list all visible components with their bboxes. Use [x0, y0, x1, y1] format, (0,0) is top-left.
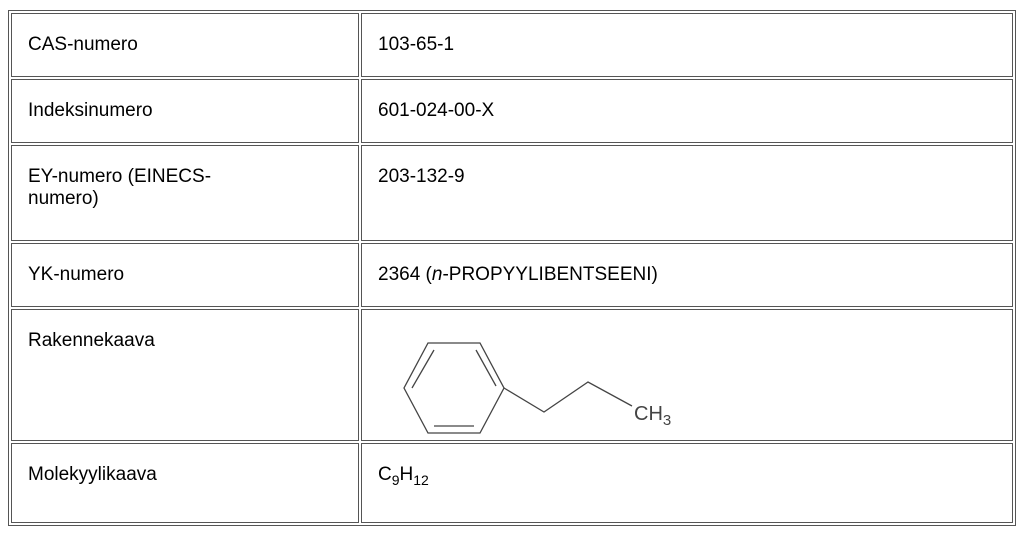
value-ec-number: 203-132-9: [361, 145, 1013, 241]
formula-h-count: 12: [413, 472, 429, 488]
label-un-number: YK-numero: [11, 243, 359, 307]
value-un-number: 2364 (n-PROPYYLIBENTSEENI): [361, 243, 1013, 307]
table-row: Indeksinumero 601-024-00-X: [11, 79, 1013, 143]
ch3-group: CH3: [634, 403, 671, 429]
double-bond-line: [475, 349, 497, 387]
value-un-prefix: 2364 (: [378, 264, 432, 285]
table-row: EY-numero (EINECS-numero) 203-132-9: [11, 145, 1013, 241]
value-structural-formula: CH3: [361, 309, 1013, 441]
propylbenzene-structure: CH3: [403, 342, 671, 434]
table-row: YK-numero 2364 (n-PROPYYLIBENTSEENI): [11, 243, 1013, 307]
label-cas-number: CAS-numero: [11, 13, 359, 77]
label-ec-number-text: EY-numero (EINECS-numero): [28, 166, 212, 209]
label-ec-number: EY-numero (EINECS-numero): [11, 145, 359, 241]
substance-info-table: CAS-numero 103-65-1 Indeksinumero 601-02…: [8, 10, 1016, 526]
value-cas-number: 103-65-1: [361, 13, 1013, 77]
label-index-number: Indeksinumero: [11, 79, 359, 143]
table-row: Molekyylikaava C9H12: [11, 443, 1013, 523]
table-row: Rakennekaava CH3: [11, 309, 1013, 441]
formula-c: C: [378, 464, 392, 485]
benzene-ring: [403, 342, 505, 434]
value-index-number: 601-024-00-X: [361, 79, 1013, 143]
double-bond-line: [411, 349, 435, 389]
propyl-chain: [503, 381, 633, 413]
label-molecular-formula: Molekyylikaava: [11, 443, 359, 523]
value-un-suffix: -PROPYYLIBENTSEENI): [442, 264, 658, 285]
table-row: CAS-numero 103-65-1: [11, 13, 1013, 77]
formula-h: H: [399, 464, 414, 485]
label-structural-formula: Rakennekaava: [11, 309, 359, 441]
value-un-italic: n: [431, 264, 443, 285]
formula-c-count: 9: [391, 472, 400, 488]
value-molecular-formula: C9H12: [361, 443, 1013, 523]
